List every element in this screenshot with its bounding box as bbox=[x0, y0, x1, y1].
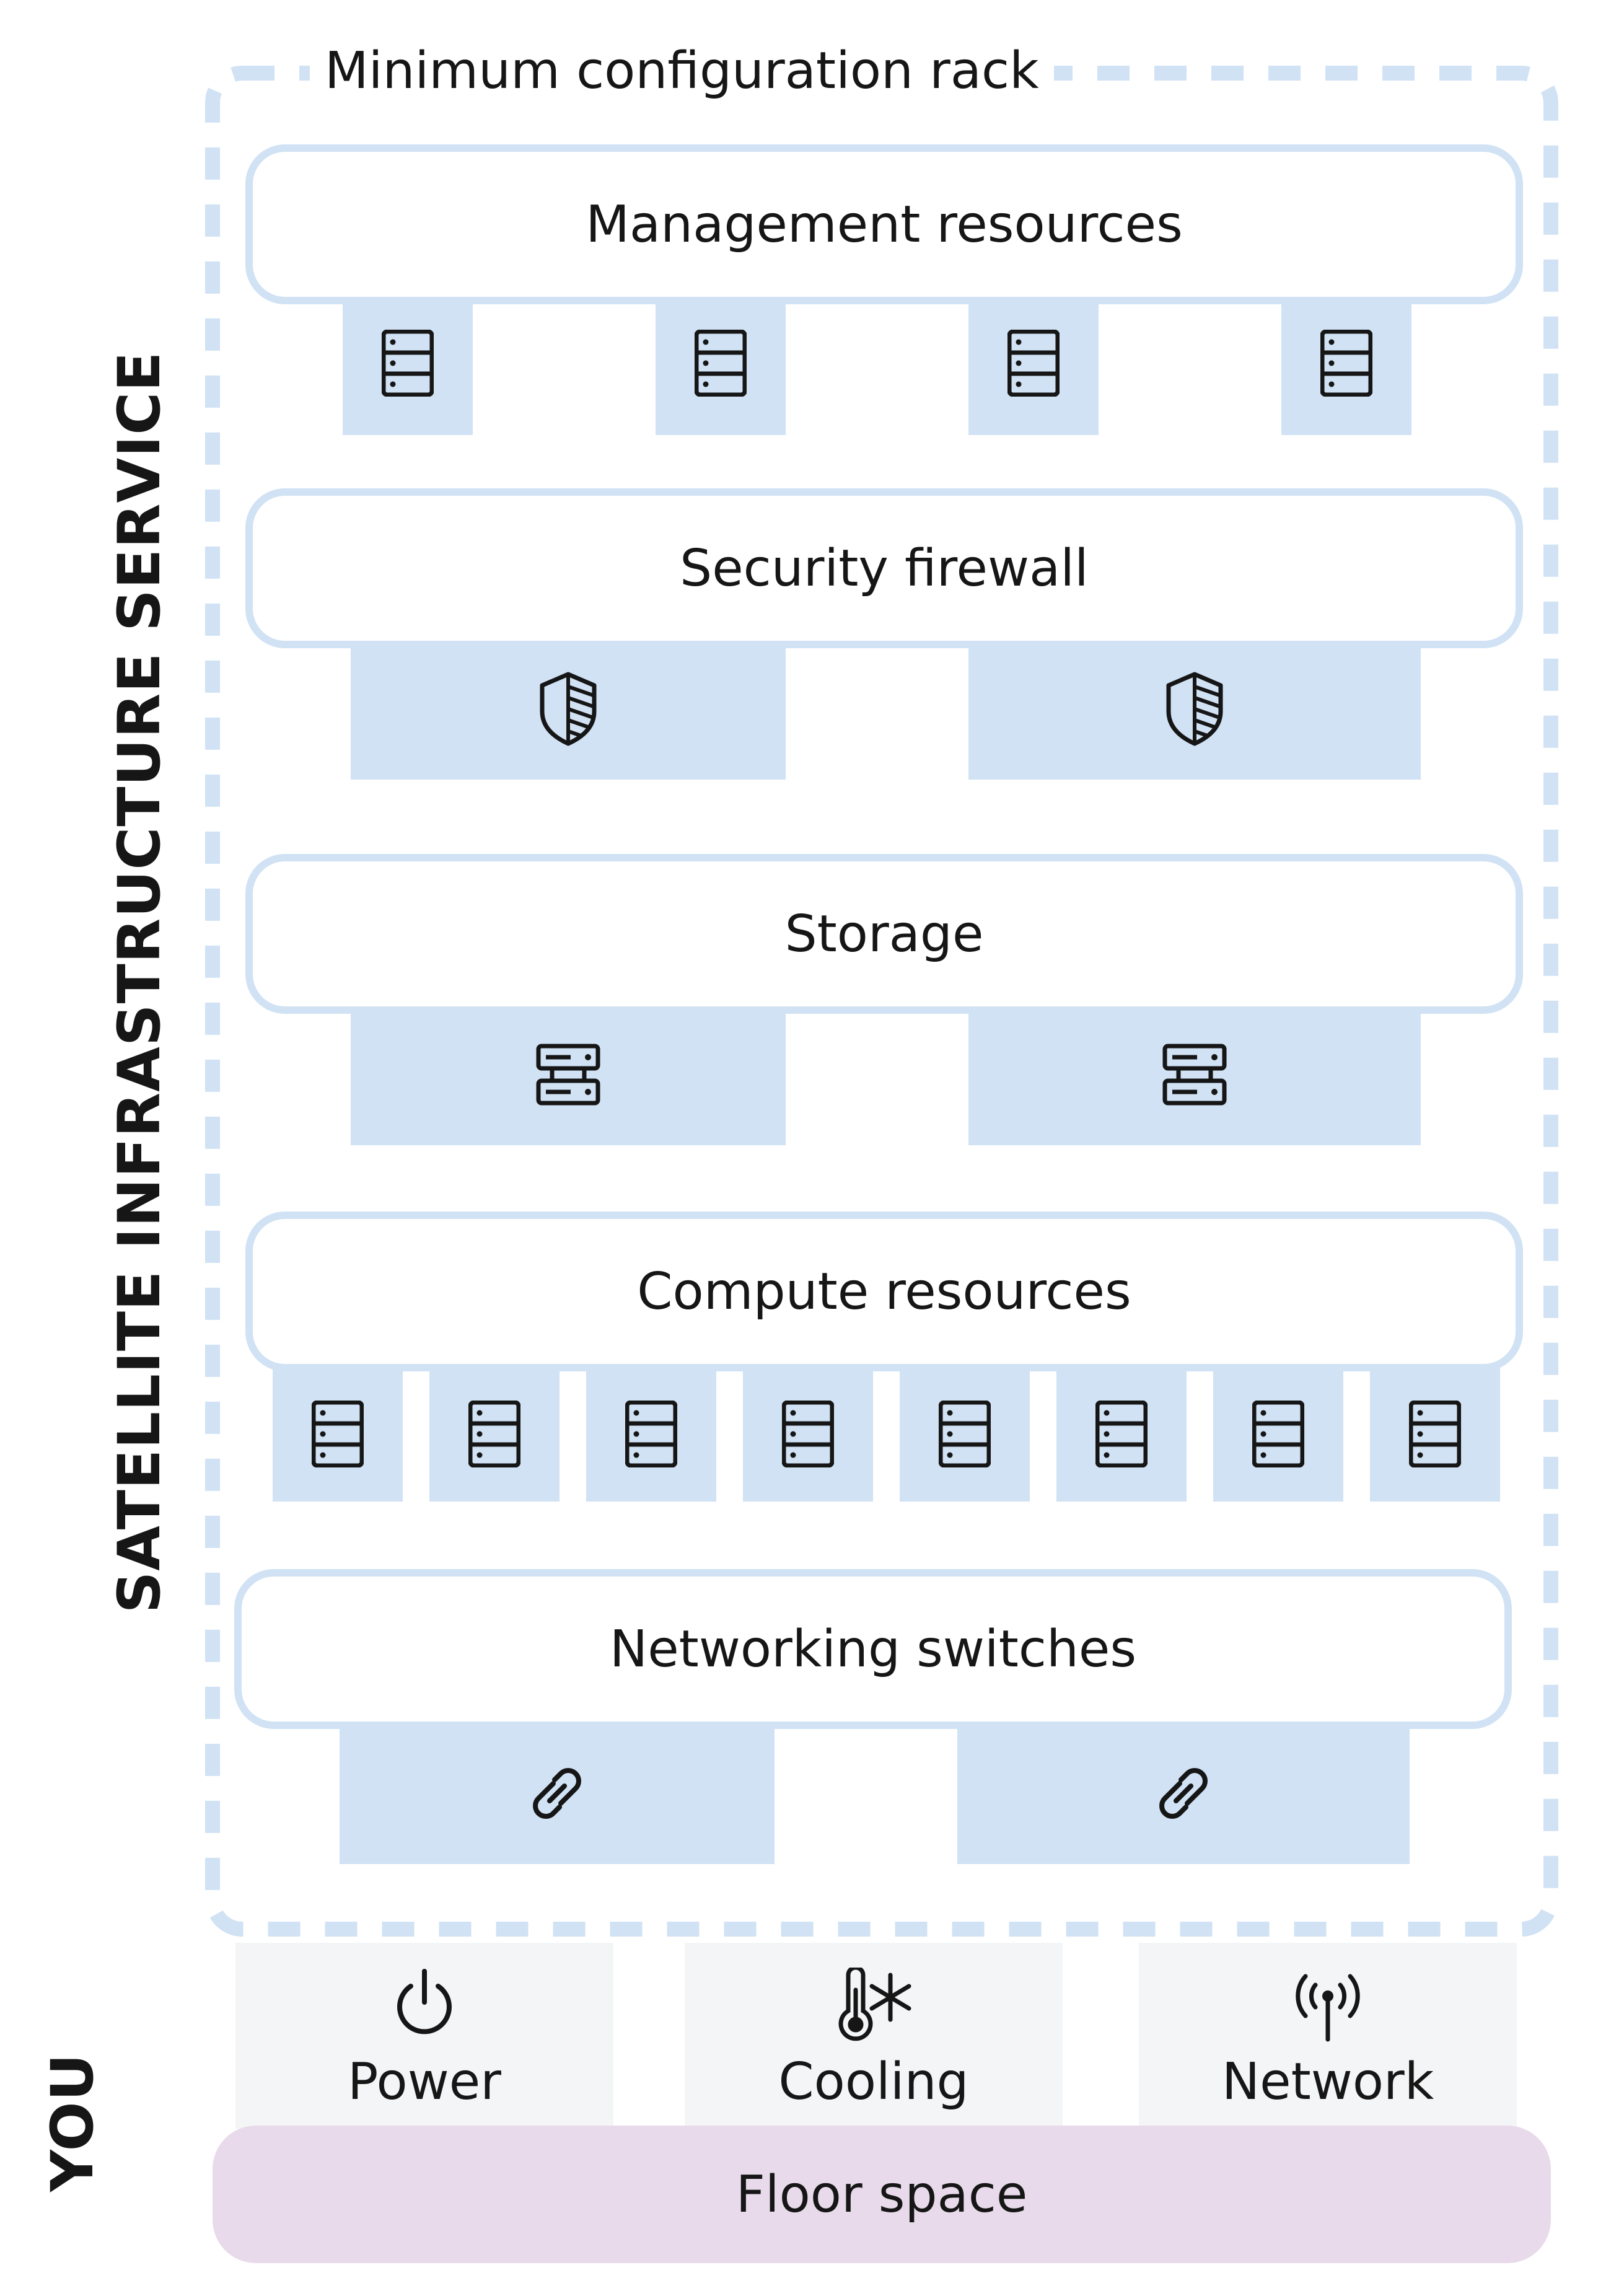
management-resources-box: Management resources bbox=[245, 144, 1523, 304]
power-icon bbox=[397, 1969, 452, 2034]
security-firewall-box: Security firewall bbox=[245, 488, 1523, 648]
power-label: Power bbox=[348, 2052, 501, 2111]
floor-space: Floor space bbox=[213, 2126, 1551, 2263]
security-tile bbox=[351, 638, 786, 780]
compute-tile bbox=[429, 1366, 560, 1502]
compute-tile bbox=[743, 1366, 873, 1502]
management-tile bbox=[1281, 291, 1411, 435]
link-icon bbox=[1159, 1768, 1208, 1819]
thermometer-snowflake-icon bbox=[838, 1968, 911, 2041]
security-firewall-label: Security firewall bbox=[680, 539, 1089, 598]
compute-tile bbox=[1213, 1366, 1343, 1502]
network-service: Network bbox=[1139, 1943, 1517, 2129]
server-icon bbox=[782, 1401, 834, 1467]
server-icon bbox=[382, 330, 434, 397]
compute-tile bbox=[1370, 1366, 1500, 1502]
networking-tile bbox=[957, 1723, 1410, 1864]
link-icon bbox=[533, 1768, 581, 1819]
compute-tile bbox=[273, 1366, 403, 1502]
management-tile bbox=[343, 291, 473, 435]
compute-resources-box: Compute resources bbox=[245, 1212, 1523, 1371]
storage-tile bbox=[968, 1004, 1421, 1145]
server-icon bbox=[468, 1401, 520, 1467]
server-icon bbox=[1409, 1401, 1461, 1467]
power-service: Power bbox=[235, 1943, 613, 2129]
storage-tile bbox=[351, 1004, 786, 1145]
compute-tile bbox=[900, 1366, 1030, 1502]
floor-space-label: Floor space bbox=[735, 2165, 1028, 2224]
shield-icon bbox=[540, 672, 597, 746]
server-icon bbox=[695, 330, 747, 397]
server-icon bbox=[1007, 330, 1060, 397]
server-icon bbox=[1252, 1401, 1304, 1467]
networking-switches-box: Networking switches bbox=[234, 1569, 1512, 1729]
cooling-service: Cooling bbox=[685, 1943, 1063, 2129]
management-tile bbox=[968, 291, 1099, 435]
networking-switches-label: Networking switches bbox=[609, 1619, 1137, 1679]
compute-tile bbox=[586, 1366, 716, 1502]
server-icon bbox=[625, 1401, 677, 1467]
storage-box: Storage bbox=[245, 854, 1523, 1014]
cooling-label: Cooling bbox=[778, 2052, 969, 2111]
shield-icon bbox=[1166, 672, 1223, 746]
security-tile bbox=[968, 638, 1421, 780]
server-icon bbox=[939, 1401, 991, 1467]
management-tile bbox=[656, 291, 786, 435]
antenna-icon bbox=[1296, 1974, 1360, 2042]
server-icon bbox=[1320, 330, 1372, 397]
storage-icon bbox=[1162, 1044, 1227, 1106]
storage-label: Storage bbox=[784, 904, 984, 964]
networking-tile bbox=[340, 1723, 775, 1864]
customer-label: YOU bbox=[39, 2053, 107, 2192]
storage-icon bbox=[536, 1044, 600, 1106]
management-resources-label: Management resources bbox=[586, 195, 1183, 254]
server-icon bbox=[312, 1401, 364, 1467]
server-icon bbox=[1095, 1401, 1148, 1467]
network-label: Network bbox=[1221, 2052, 1434, 2111]
compute-resources-label: Compute resources bbox=[637, 1262, 1131, 1321]
rack-title: Minimum configuration rack bbox=[310, 37, 1054, 105]
provider-label: SATELLITE INFRASTRUCTURE SERVICE bbox=[106, 351, 173, 1614]
compute-tile bbox=[1056, 1366, 1187, 1502]
